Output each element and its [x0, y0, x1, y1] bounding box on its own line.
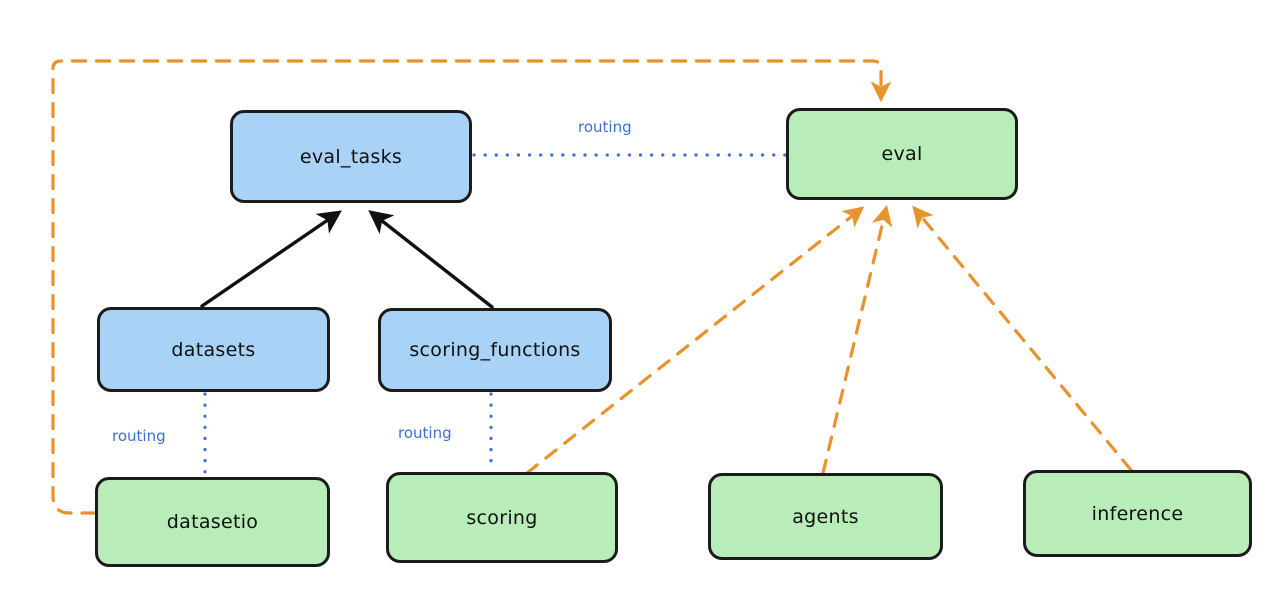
node-inference[interactable]: inference: [1023, 470, 1252, 557]
edge-agents-to-eval: [821, 204, 893, 475]
node-label: datasetio: [166, 511, 259, 533]
edge-datasets-to-eval_tasks: [200, 210, 342, 308]
node-label: scoring_functions: [409, 339, 581, 361]
node-datasetio[interactable]: datasetio: [95, 477, 330, 567]
node-eval-tasks[interactable]: eval_tasks: [230, 110, 472, 203]
edge-label-routing-scoring-functions-scoring: routing: [398, 424, 452, 442]
node-label: datasets: [171, 338, 256, 361]
edge-inference-to-eval: [912, 205, 1133, 472]
node-scoring[interactable]: scoring: [386, 472, 618, 563]
edge-label-routing-eval-tasks-eval: routing: [578, 118, 632, 136]
node-label: eval: [881, 143, 923, 165]
node-agents[interactable]: agents: [708, 473, 943, 560]
edge-label-routing-datasets-datasetio: routing: [112, 427, 166, 445]
edge-datasetio-to-eval: [51, 59, 892, 515]
node-label: inference: [1091, 502, 1184, 525]
node-label: eval_tasks: [299, 145, 403, 168]
edge-scoring-to-eval: [525, 206, 865, 475]
node-label: agents: [792, 505, 859, 528]
node-scoring-functions[interactable]: scoring_functions: [378, 308, 612, 392]
node-eval[interactable]: eval: [786, 108, 1018, 200]
edge-scoring_functions-to-eval_tasks: [368, 210, 494, 309]
node-label: scoring: [466, 506, 538, 529]
node-datasets[interactable]: datasets: [97, 307, 330, 392]
